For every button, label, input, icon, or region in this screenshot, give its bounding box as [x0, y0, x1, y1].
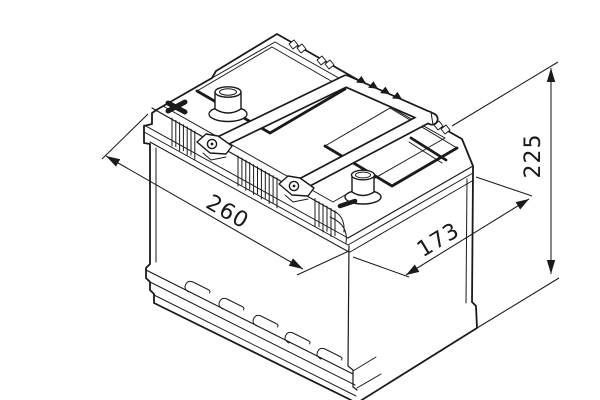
rim-right-3	[349, 180, 473, 253]
rim-right-2	[347, 172, 474, 246]
handle-end-cap	[430, 111, 434, 126]
dimension-height-value: 225	[521, 134, 546, 179]
flange-scallops	[184, 280, 343, 361]
ext-line	[476, 277, 560, 329]
flange-mid-line	[149, 281, 356, 386]
flange-top-line	[145, 269, 354, 375]
handle-pivot-right	[278, 175, 315, 203]
dimension-height: 225	[451, 61, 560, 329]
arrowhead	[546, 68, 556, 82]
vent-rib-strip-left	[171, 117, 196, 160]
battery-silhouette	[143, 33, 478, 400]
case-top-edge	[149, 141, 350, 253]
dim-line	[105, 155, 304, 270]
isometric-battery-drawing-svg: 260 173 225	[101, 33, 560, 400]
arrowhead	[515, 199, 529, 210]
battery-case-outline	[143, 33, 478, 400]
ext-line	[475, 176, 533, 197]
dimension-depth-value: 173	[413, 218, 464, 263]
flange-wrap-right	[352, 356, 382, 389]
minus-mark-icon	[337, 198, 358, 209]
lid-edge-bumps	[288, 39, 451, 135]
terminal-positive	[208, 86, 248, 123]
rim-corner-arc	[329, 216, 347, 244]
lid-front-corner	[336, 212, 345, 233]
vent-rib-strip-mid	[237, 155, 278, 209]
ext-line	[352, 256, 410, 278]
vent-rib-strip-right	[314, 198, 336, 237]
rear-right-chamfer	[465, 178, 468, 304]
handle-grip-teeth	[356, 76, 402, 100]
dimension-length-value: 260	[202, 190, 253, 234]
front-right-corner-edge	[347, 245, 358, 391]
dim-line	[405, 198, 530, 276]
arrowhead	[546, 260, 556, 274]
rim-right-1	[347, 165, 474, 239]
plus-mark-icon	[165, 99, 188, 115]
arrowhead	[288, 258, 303, 269]
ext-line	[101, 113, 149, 160]
flange-low-line	[153, 294, 357, 397]
battery-technical-drawing: 260 173 225	[40, 16, 600, 400]
arrowhead	[406, 264, 420, 275]
ext-line	[296, 250, 350, 276]
ext-line	[451, 61, 559, 127]
carry-handle	[196, 74, 439, 203]
handle-pivot-left	[196, 133, 233, 161]
arrowhead	[106, 156, 121, 167]
